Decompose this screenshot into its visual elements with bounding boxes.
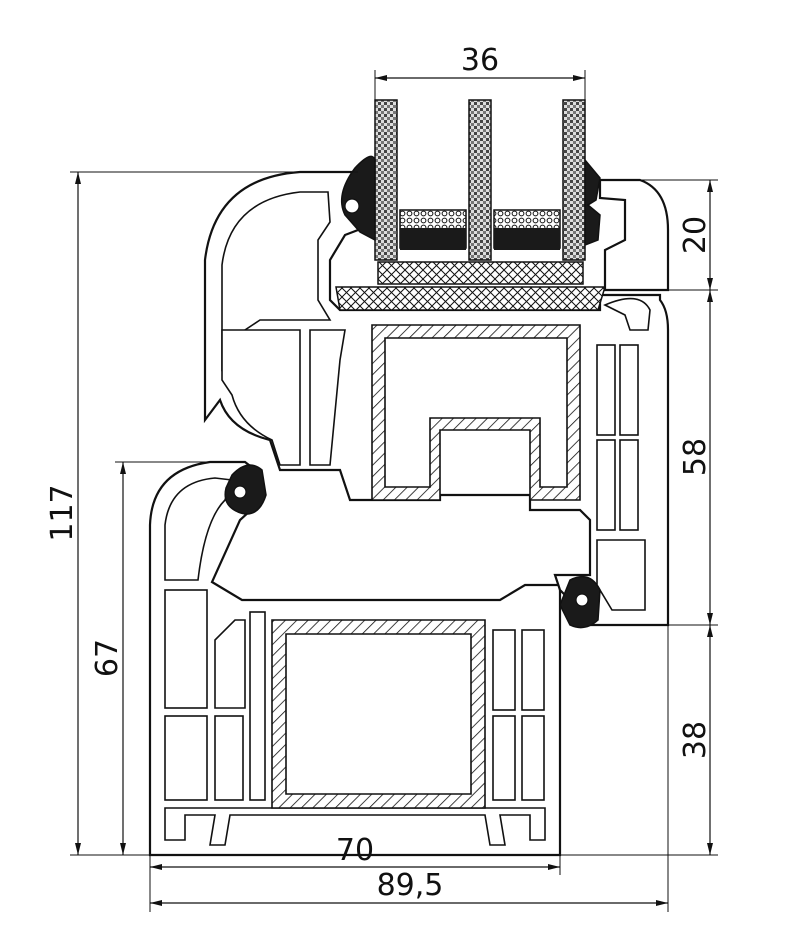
- glazing-gasket-outer: [340, 155, 376, 242]
- dimensions: 36 117 67 20 58 38 70 89,5: [45, 43, 718, 912]
- dim-label-total-depth: 89,5: [377, 868, 444, 903]
- glazing-unit: [335, 99, 607, 311]
- dim-label-sash-overlap: 20: [678, 216, 713, 254]
- sash-profile: [203, 170, 670, 629]
- dim-label-frame-height: 67: [90, 639, 125, 677]
- dim-label-sash-bottom: 38: [678, 721, 713, 759]
- glass-pane-inner: [562, 99, 586, 261]
- dim-label-total-height: 117: [45, 484, 80, 541]
- glazing-block: [377, 261, 584, 285]
- glass-pane-middle: [468, 99, 492, 261]
- glazing-gasket-inner: [584, 157, 601, 247]
- setting-block: [335, 286, 607, 311]
- frame-profile: [148, 460, 562, 857]
- dim-label-frame-depth: 70: [336, 833, 374, 868]
- dim-label-glass-width: 36: [461, 43, 499, 78]
- glass-pane-outer: [374, 99, 398, 261]
- dim-label-sash-height: 58: [678, 438, 713, 476]
